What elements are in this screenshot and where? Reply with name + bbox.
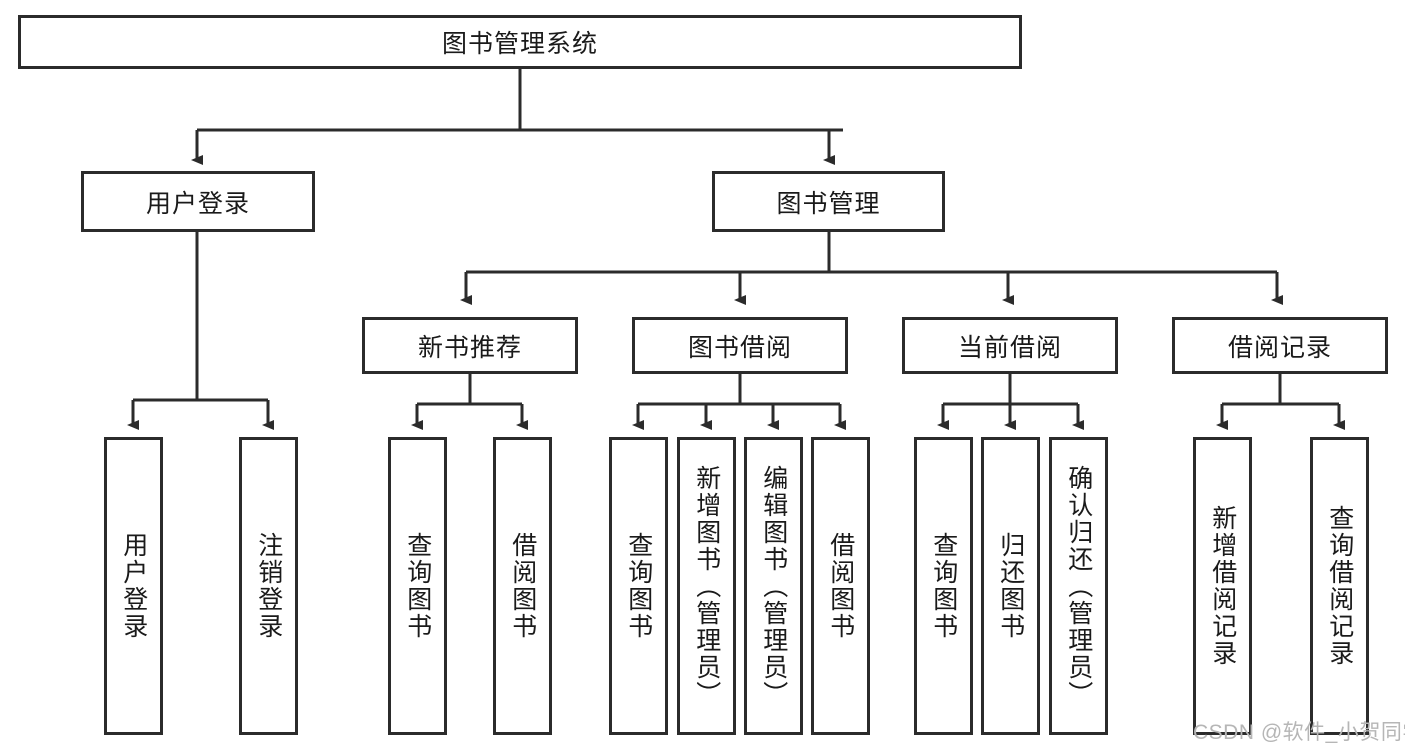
leaf-add-borrow-record[interactable]: 新增借阅记录 [1193, 437, 1252, 735]
node-current-borrow[interactable]: 当前借阅 [902, 317, 1118, 374]
leaf-return-book[interactable]: 归还图书 [981, 437, 1040, 735]
leaf-borrow-book-recommend[interactable]: 借阅图书 [493, 437, 552, 735]
node-user-login[interactable]: 用户登录 [81, 171, 315, 232]
leaf-label: 查询图书 [624, 532, 653, 640]
node-label: 图书管理系统 [441, 30, 598, 58]
csdn-watermark: CSDN @软件_小贺同学 [1193, 721, 1405, 744]
node-label: 借阅记录 [1227, 333, 1332, 362]
leaf-label: 查询图书 [929, 532, 958, 640]
node-label: 当前借阅 [957, 333, 1062, 362]
leaf-label: 用户登录 [119, 532, 148, 640]
node-new-book-recommend[interactable]: 新书推荐 [362, 317, 578, 374]
node-root-system[interactable]: 图书管理系统 [18, 15, 1022, 69]
leaf-edit-book-admin[interactable]: 编辑图书（管理员） [744, 437, 803, 735]
node-label: 图书借阅 [687, 333, 792, 362]
node-label: 新书推荐 [417, 333, 522, 362]
node-label: 图书管理 [776, 189, 881, 218]
node-borrow-records[interactable]: 借阅记录 [1172, 317, 1388, 374]
leaf-label: 新增图书（管理员） [692, 464, 721, 708]
leaf-query-borrow-record[interactable]: 查询借阅记录 [1310, 437, 1369, 735]
leaf-label: 归还图书 [996, 532, 1025, 640]
leaf-query-book-current[interactable]: 查询图书 [914, 437, 973, 735]
leaf-add-book-admin[interactable]: 新增图书（管理员） [677, 437, 736, 735]
leaf-label: 新增借阅记录 [1208, 505, 1237, 667]
leaf-label: 注销登录 [254, 532, 283, 640]
node-book-borrow[interactable]: 图书借阅 [632, 317, 848, 374]
leaf-borrow-book[interactable]: 借阅图书 [811, 437, 870, 735]
leaf-query-book-recommend[interactable]: 查询图书 [388, 437, 447, 735]
leaf-logout[interactable]: 注销登录 [239, 437, 298, 735]
node-label: 用户登录 [145, 189, 250, 218]
leaf-label: 查询借阅记录 [1325, 505, 1354, 667]
leaf-query-book-borrow[interactable]: 查询图书 [609, 437, 668, 735]
leaf-user-login[interactable]: 用户登录 [104, 437, 163, 735]
leaf-confirm-return-admin[interactable]: 确认归还（管理员） [1049, 437, 1108, 735]
node-book-management[interactable]: 图书管理 [712, 171, 945, 232]
leaf-label: 借阅图书 [826, 532, 855, 640]
leaf-label: 确认归还（管理员） [1064, 464, 1093, 708]
leaf-label: 编辑图书（管理员） [759, 464, 788, 708]
leaf-label: 借阅图书 [508, 532, 537, 640]
leaf-label: 查询图书 [403, 532, 432, 640]
